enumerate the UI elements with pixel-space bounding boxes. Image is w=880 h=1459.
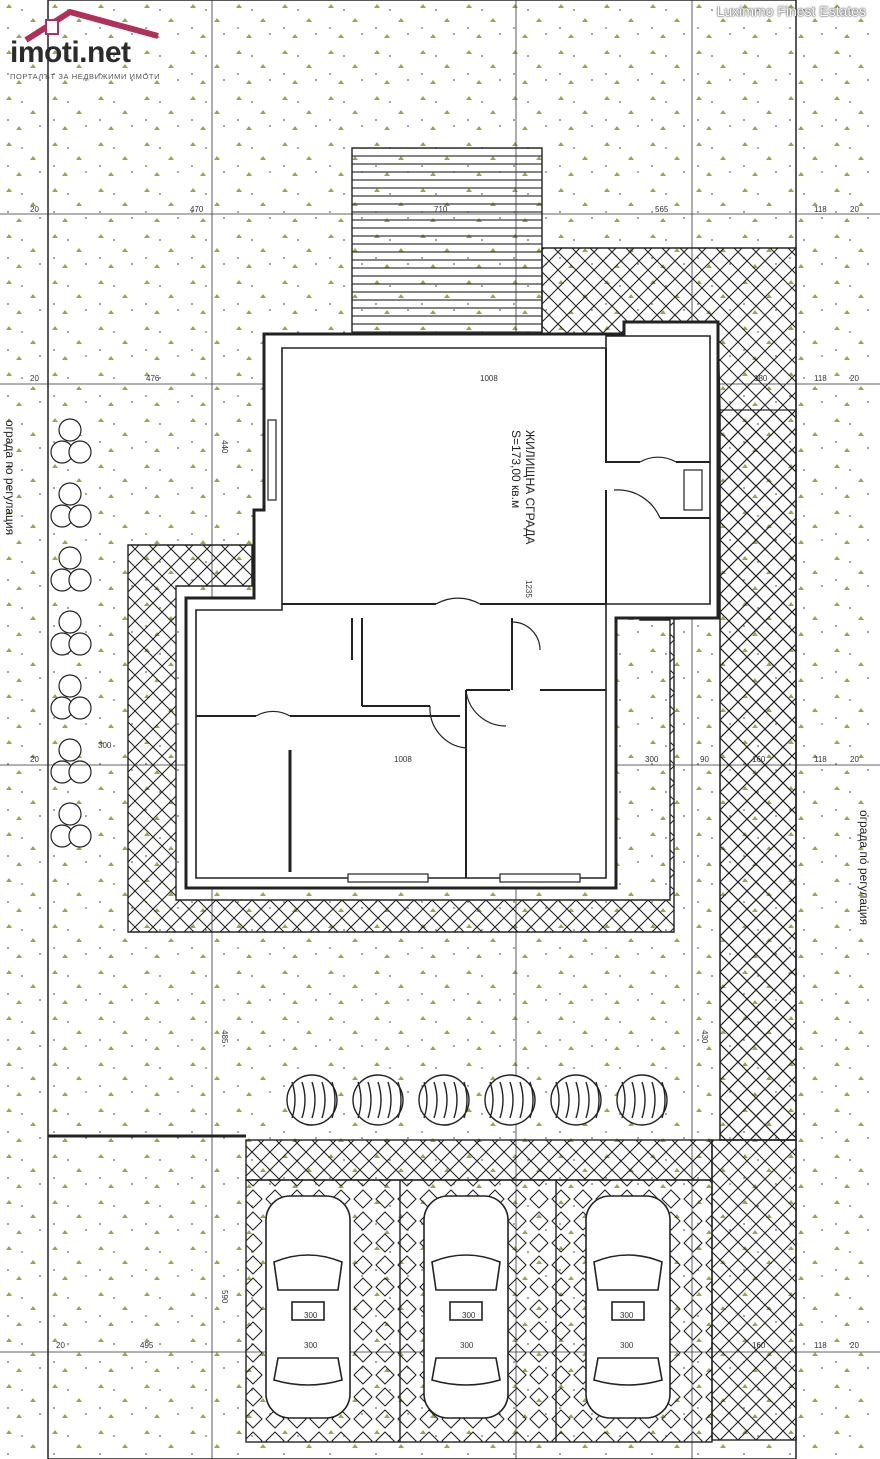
cars-group: [265, 1195, 671, 1419]
svg-text:118: 118: [814, 205, 827, 214]
shrub: [68, 504, 92, 528]
fence-label-left: ограда по регулация: [3, 420, 17, 535]
door-swings: [255, 456, 677, 749]
fence-label-right: ограда по регулация: [857, 810, 871, 925]
svg-text:20: 20: [850, 755, 859, 764]
svg-text:160: 160: [752, 755, 766, 764]
svg-text:300: 300: [460, 1341, 474, 1350]
brand-tagline: ПОРТАЛЪТ ЗА НЕДВИЖИМИ ИМОТИ: [10, 72, 161, 81]
driveway-band: [245, 1139, 713, 1181]
svg-text:118: 118: [814, 755, 827, 764]
shrub: [58, 418, 82, 442]
building-label: ЖИЛИЩНА СГРАДА S=173,00 кв.м: [509, 430, 537, 544]
dims-second-row: 20 476 1008 180 118 20: [30, 374, 859, 383]
svg-text:495: 495: [140, 1341, 154, 1350]
svg-text:476: 476: [146, 374, 160, 383]
svg-text:90: 90: [700, 755, 709, 764]
windows: [267, 419, 703, 883]
shrub: [68, 568, 92, 592]
driveway-side: [711, 1139, 797, 1441]
svg-text:485: 485: [220, 1030, 229, 1044]
svg-text:20: 20: [850, 1341, 859, 1350]
car-icon: [585, 1195, 671, 1419]
shrub: [58, 802, 82, 826]
round-shrub: [550, 1074, 602, 1126]
imoti-logo[interactable]: imoti.net ПОРТАЛЪТ ЗА НЕДВИЖИМИ ИМОТИ: [8, 6, 168, 86]
shrub: [58, 674, 82, 698]
round-shrub: [616, 1074, 668, 1126]
svg-text:300: 300: [645, 755, 659, 764]
shrub: [68, 696, 92, 720]
svg-text:1235: 1235: [524, 580, 533, 598]
svg-text:S=173,00 кв.м: S=173,00 кв.м: [509, 430, 523, 508]
round-shrub: [352, 1074, 404, 1126]
svg-text:118: 118: [814, 374, 827, 383]
round-shrub: [286, 1074, 338, 1126]
svg-text:300: 300: [304, 1311, 318, 1320]
top-terrace: [351, 147, 543, 345]
round-shrub: [418, 1074, 470, 1126]
svg-text:20: 20: [30, 755, 39, 764]
svg-text:300: 300: [304, 1341, 318, 1350]
shrub: [58, 546, 82, 570]
svg-text:300: 300: [462, 1311, 476, 1320]
svg-text:20: 20: [850, 374, 859, 383]
svg-text:1008: 1008: [480, 374, 498, 383]
shrub: [58, 482, 82, 506]
svg-text:470: 470: [190, 205, 204, 214]
shrub: [58, 738, 82, 762]
svg-text:ЖИЛИЩНА СГРАДА: ЖИЛИЩНА СГРАДА: [523, 430, 537, 544]
svg-text:20: 20: [850, 205, 859, 214]
svg-text:20: 20: [56, 1341, 65, 1350]
left-shrub-row: [50, 418, 92, 848]
svg-text:300: 300: [620, 1311, 634, 1320]
shrub: [68, 760, 92, 784]
svg-text:20: 20: [30, 205, 39, 214]
interior-walls: [196, 348, 710, 878]
vertical-dims: 440 1235 485 430 590: [220, 440, 709, 1304]
dims-top-row: 20 470 710 565 118 20: [30, 205, 859, 214]
watermark: Luximmo Finest Estates: [716, 3, 866, 19]
car-icon: [265, 1195, 351, 1419]
svg-text:300: 300: [620, 1341, 634, 1350]
svg-text:1008: 1008: [394, 755, 412, 764]
house-roof-icon: [24, 9, 159, 43]
svg-text:430: 430: [700, 1030, 709, 1044]
bottom-shrub-row: [286, 1074, 668, 1126]
paving-right-strip: [719, 409, 797, 1141]
svg-text:300: 300: [98, 741, 112, 750]
svg-text:160: 160: [752, 1341, 766, 1350]
parking-spot-labels: 300 300 300: [304, 1311, 634, 1320]
svg-text:565: 565: [655, 205, 669, 214]
brand-name: imoti.net: [10, 36, 131, 69]
svg-text:590: 590: [220, 1290, 229, 1304]
svg-text:20: 20: [30, 374, 39, 383]
house-outer-wall: [184, 320, 720, 890]
dims-middle-row: 20 300 1008 300 90 160 118 20: [30, 741, 859, 764]
round-shrub: [484, 1074, 536, 1126]
shrub: [68, 440, 92, 464]
paving-around-house: [127, 544, 675, 933]
car-icon: [423, 1195, 509, 1419]
svg-text:440: 440: [220, 440, 229, 454]
dims-bottom-row: 20 495 300 300 300 160 118 20: [56, 1341, 859, 1350]
svg-text:180: 180: [754, 374, 768, 383]
shrub: [58, 610, 82, 634]
svg-text:710: 710: [434, 205, 448, 214]
svg-text:118: 118: [814, 1341, 827, 1350]
shrub: [68, 824, 92, 848]
parking-dividers: [399, 1180, 557, 1442]
shrub: [68, 632, 92, 656]
